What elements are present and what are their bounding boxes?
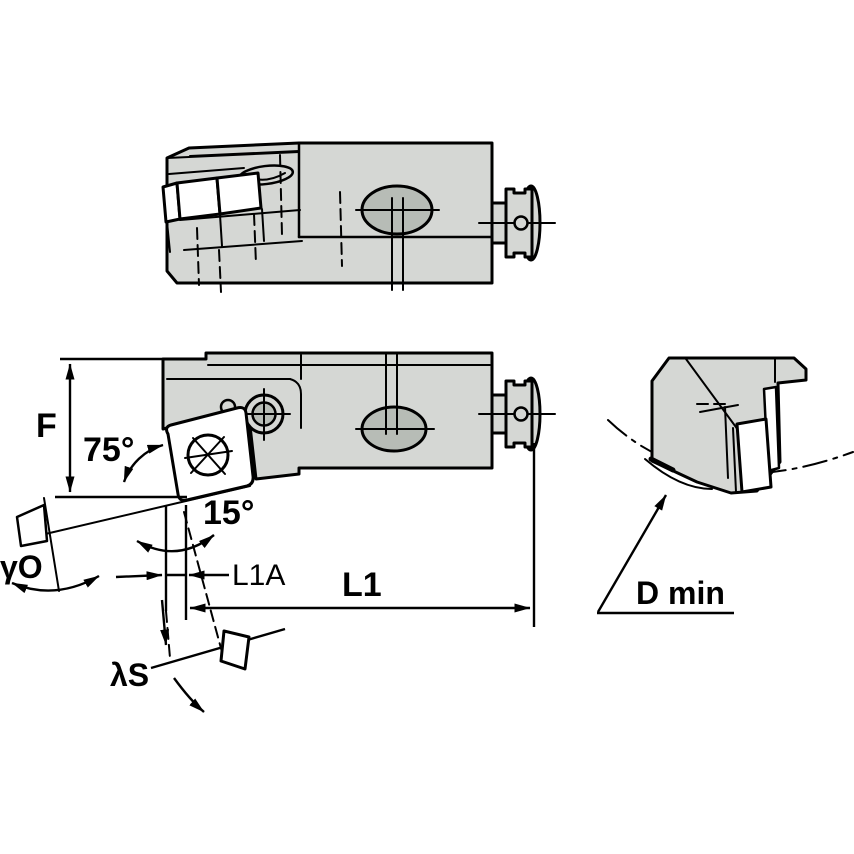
dimension-f: F (36, 357, 187, 499)
top-view-screw (478, 184, 556, 262)
dimension-label-l1a: L1A (232, 559, 285, 592)
top-view-drawing (161, 141, 556, 293)
dimension-label-f: F (36, 407, 57, 445)
front-view-drawing: F 75° 15° γO L1A (0, 351, 556, 713)
top-view-insert-pocket (161, 171, 303, 253)
end-view-drawing: D min (596, 356, 854, 615)
dimension-l1: L1 (189, 443, 536, 627)
end-view-body (650, 356, 808, 495)
dimension-label-l1: L1 (342, 566, 382, 604)
dimension-label-d-min: D min (636, 575, 725, 611)
dimension-tilt-angle: 15° (136, 494, 254, 653)
dimension-label-rake-angle: γO (0, 549, 43, 585)
dimension-l1a: L1A (115, 559, 285, 592)
dimension-rake-angle: γO (0, 549, 100, 594)
dimension-label-tilt-angle: 15° (203, 494, 254, 532)
dimension-lead-angle: 75° (83, 431, 164, 483)
dimension-d-min: D min (596, 494, 734, 615)
dimension-label-inclination-angle: λS (110, 657, 149, 693)
dimension-inclination-angle: λS (110, 599, 286, 713)
front-view-insert (165, 406, 255, 502)
min-bore-arc (607, 419, 854, 475)
end-view-insert (735, 417, 773, 494)
dimension-label-lead-angle: 75° (83, 431, 134, 469)
front-view-screw (478, 376, 556, 452)
